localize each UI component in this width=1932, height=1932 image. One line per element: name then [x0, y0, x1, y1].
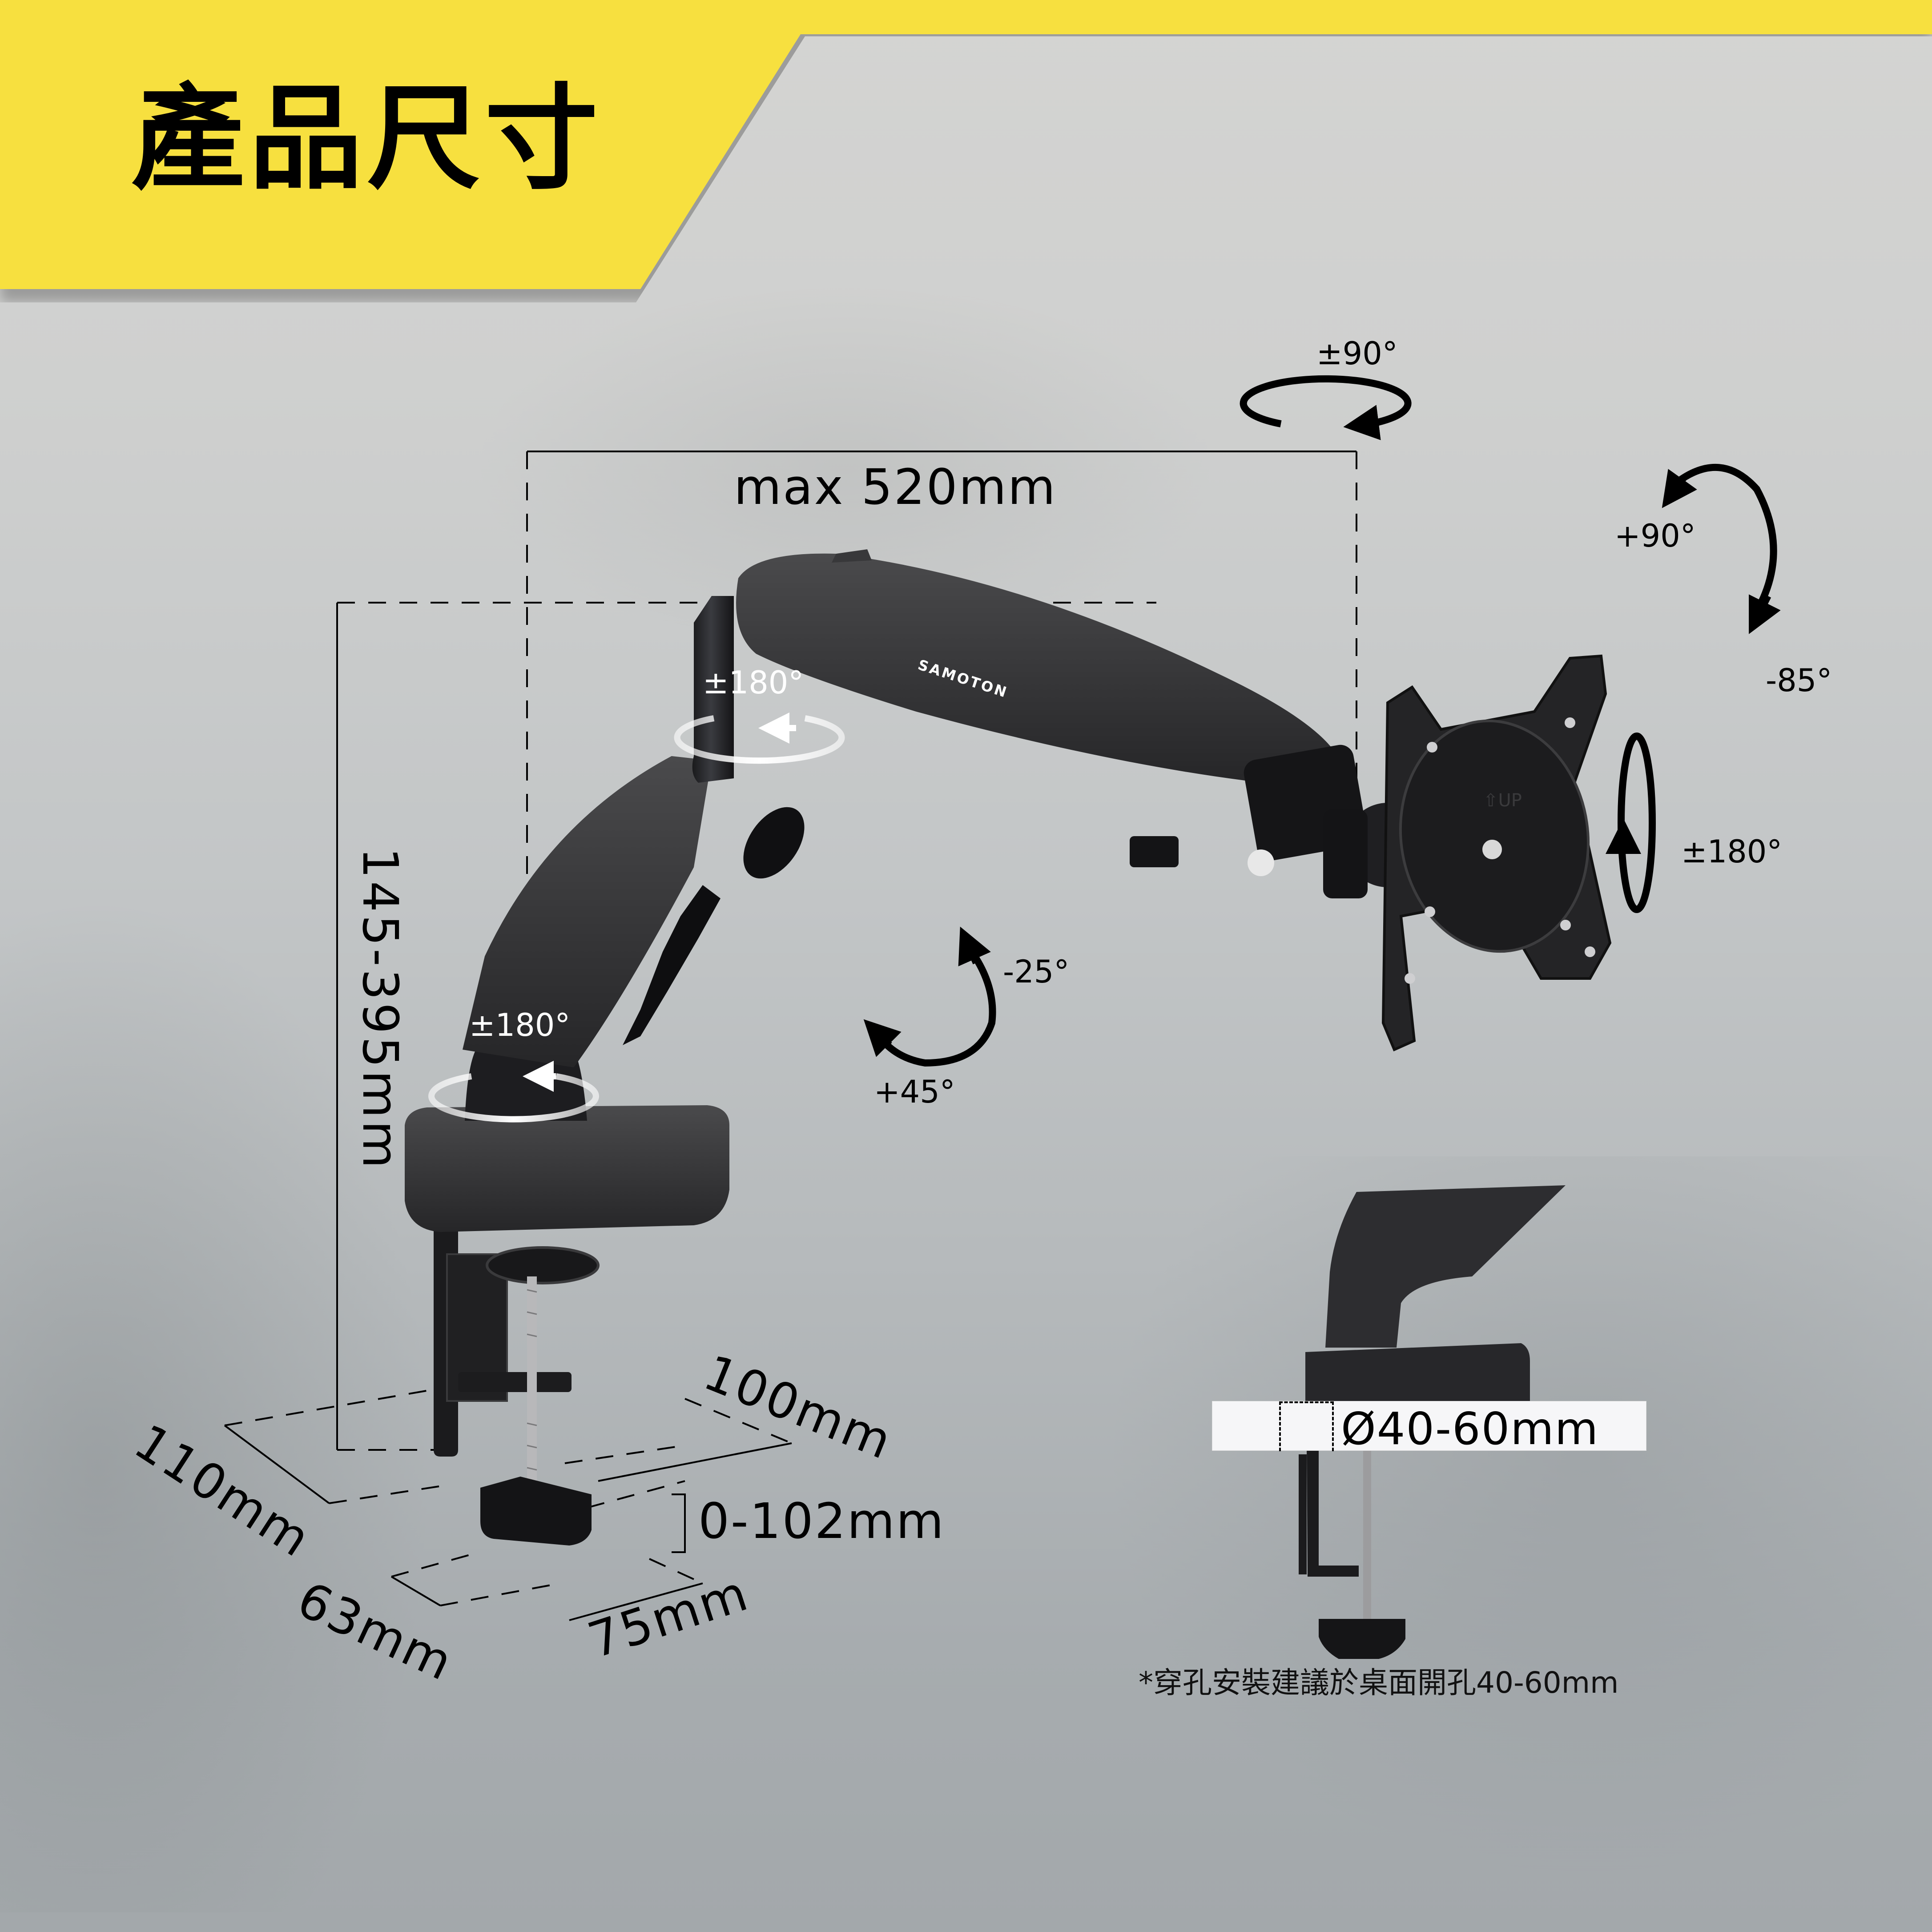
tilt-arrow — [1674, 463, 1777, 604]
tilt-down-label: -85° — [1766, 662, 1832, 699]
screen-rotate-label: ±180° — [1681, 833, 1783, 870]
grommet-hole-label: Ø40-60mm — [1341, 1403, 1599, 1455]
clamp-footprint-lines — [390, 1480, 703, 1621]
base-swivel-ring — [428, 1073, 599, 1123]
elbow-swivel-label: ±180° — [703, 664, 804, 701]
max-reach-label: max 520mm — [734, 459, 1057, 515]
grommet-mount-inset — [1299, 1185, 1566, 1659]
monitor-arm — [405, 549, 1612, 1546]
base-swivel-label: ±180° — [469, 1007, 571, 1043]
page-title: 產品尺寸 — [131, 73, 603, 205]
vesa-up-marking: ⇧UP — [1483, 790, 1522, 811]
footnote: *穿孔安裝建議於桌面開孔40-60mm — [1139, 1666, 1619, 1700]
top-swivel-arrow — [1240, 375, 1412, 428]
base-footprint-lines — [224, 1387, 792, 1504]
hole-outline — [1279, 1401, 1334, 1451]
top-swivel-label: ±90° — [1316, 335, 1398, 372]
arm-up-label: +45° — [874, 1074, 955, 1110]
height-range-label: 145-395mm — [352, 847, 409, 1171]
background-forest — [1067, 1156, 1932, 1912]
screen-rotate-arrow — [1618, 733, 1656, 913]
tilt-up-label: +90° — [1614, 518, 1696, 554]
clamp-thickness-label: 0-102mm — [698, 1493, 945, 1550]
arm-down-label: -25° — [1003, 954, 1070, 990]
grommet-hole-strip — [1212, 1401, 1646, 1451]
reach-dimension-lines — [526, 451, 1357, 970]
elbow-swivel-ring — [674, 715, 845, 764]
background-tree-silhouette — [0, 801, 489, 1912]
arm-tilt-arrow — [880, 950, 996, 1067]
